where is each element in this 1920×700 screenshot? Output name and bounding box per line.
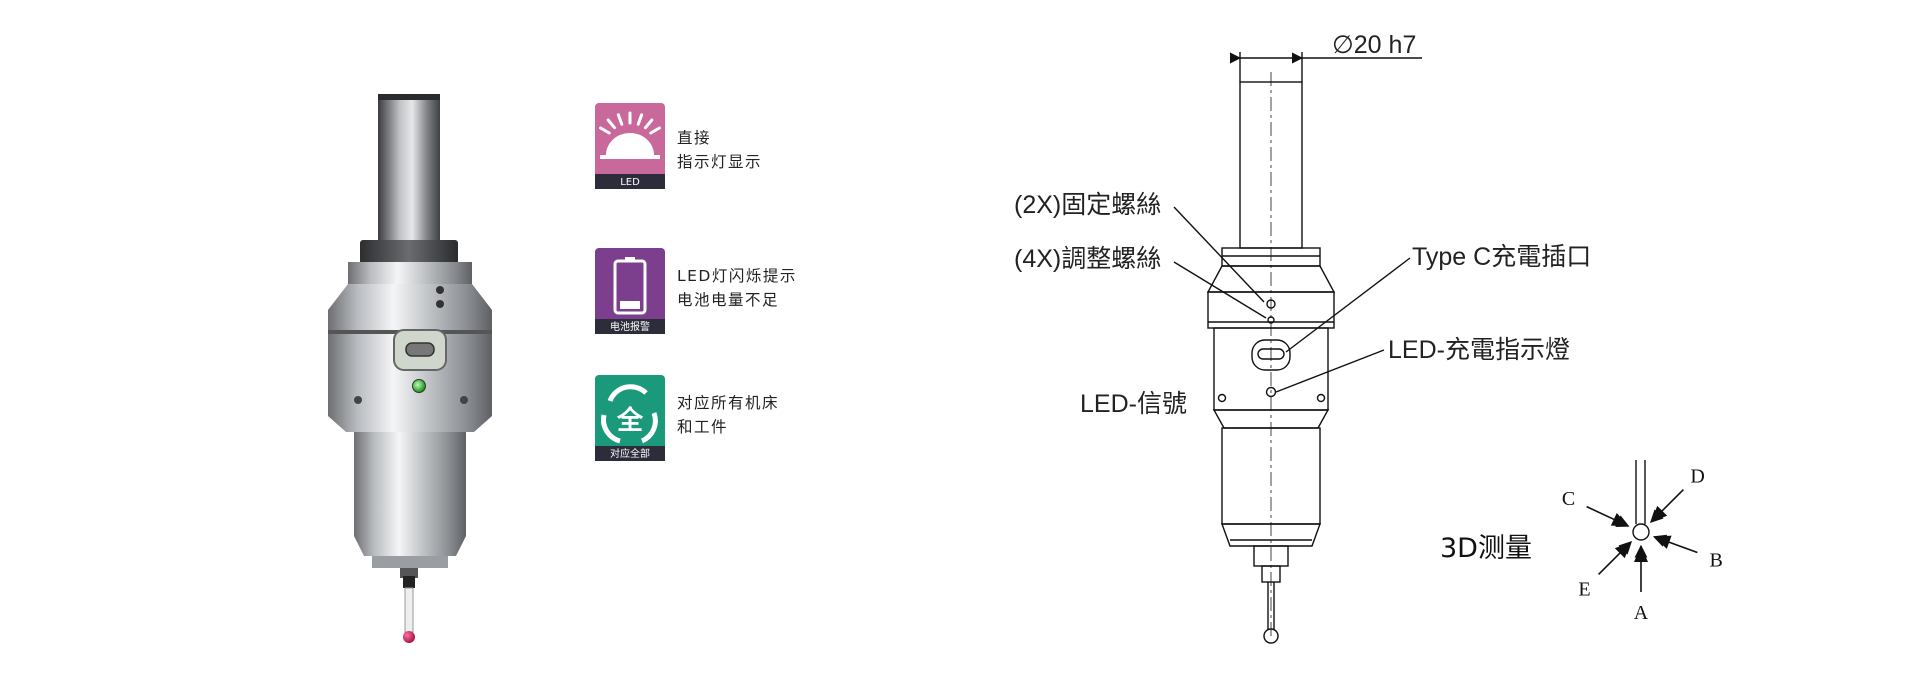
green-led-photo: [412, 379, 426, 393]
recycle-all-icon: 全: [601, 384, 658, 444]
direction-label: E: [1578, 579, 1590, 601]
callout-charge-led: LED-充電指示燈: [1388, 336, 1570, 364]
probe-lower-body: [354, 432, 466, 536]
direction-label: D: [1690, 465, 1704, 487]
feature-badge: [595, 248, 665, 334]
feature-caption-line: 直接: [677, 129, 711, 147]
probe-shank: [378, 94, 440, 246]
feature-caption-line: 和工件: [677, 418, 728, 436]
direction-label: B: [1710, 549, 1723, 571]
direction-label: A: [1634, 602, 1649, 624]
drawing-stylus-ball: [1263, 628, 1279, 644]
feature-caption-line: 电池电量不足: [677, 291, 779, 309]
measurement-title: 3D测量: [1440, 533, 1532, 564]
drawing-led: [1265, 386, 1277, 398]
probe-collar: [360, 240, 458, 264]
set-screw: [436, 286, 444, 294]
measurement-diagram: 3D测量 A B C D E: [1440, 460, 1723, 624]
measurement-ball: [1632, 523, 1650, 541]
battery-icon: [613, 257, 647, 315]
callout-usb-port: Type C充電插口: [1412, 243, 1591, 271]
feature-badge-label: LED: [620, 177, 640, 188]
feature-caption-line: LED灯闪烁提示: [677, 267, 797, 285]
product-photo: [328, 94, 492, 643]
direction-label: C: [1562, 488, 1575, 510]
drawing-usb-port: [1251, 339, 1291, 371]
feature-badge-label: 电池报警: [610, 320, 650, 333]
callout-adjust-screws: (4X)調整螺絲: [1014, 245, 1161, 273]
feature-caption-line: 指示灯显示: [677, 153, 762, 171]
direction-arrow: A: [1634, 544, 1649, 624]
set-screw: [436, 300, 444, 308]
direction-arrow: E: [1578, 540, 1633, 601]
stylus-stem: [404, 587, 414, 633]
ruby-ball: [403, 631, 415, 643]
direction-arrow: C: [1562, 488, 1630, 528]
callout-set-screws: (2X)固定螺絲: [1014, 191, 1161, 219]
dimension-label: ∅20 h7: [1332, 31, 1416, 59]
direction-arrow: D: [1649, 465, 1705, 524]
feature-badge-label: 对应全部: [610, 447, 650, 460]
direction-arrow: B: [1652, 534, 1723, 571]
feature-icon-char: 全: [616, 405, 644, 436]
feature-caption-line: 对应所有机床: [677, 393, 779, 412]
callout-signal-led: LED-信號: [1080, 390, 1187, 418]
technical-drawing: (2X)固定螺絲 (4X)調整螺絲 Type C充電插口 LED-充電指示燈 L…: [1014, 31, 1591, 644]
led-light-icon: [599, 111, 661, 159]
